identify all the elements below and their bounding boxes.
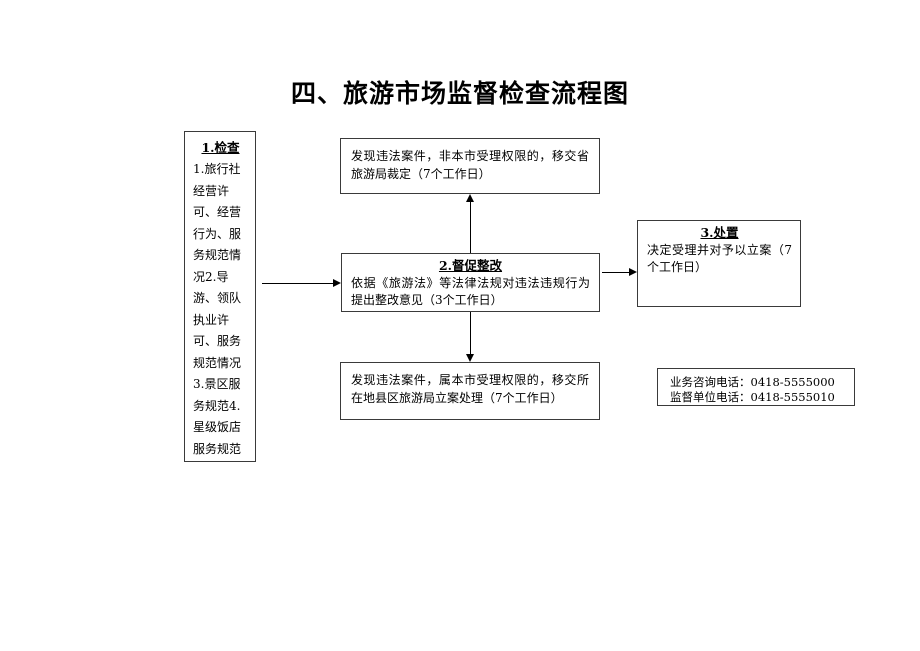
- process-box-rectify-body: 依据《旅游法》等法律法规对违法违规行为提出整改意见（3个工作日）: [351, 276, 590, 307]
- process-box-transfer-local: 发现违法案件，属本市受理权限的，移交所在地县区旅游局立案处理（7个工作日）: [340, 362, 600, 420]
- connector-rectify-to-transfer-local: [470, 312, 471, 355]
- process-box-rectify-heading: 2.督促整改: [438, 258, 503, 273]
- connector-inspection-to-rectify: [262, 283, 334, 284]
- arrow-head-up-icon: [466, 194, 474, 202]
- page-title: 四、旅游市场监督检查流程图: [290, 79, 629, 108]
- contact-consultation-phone: 业务咨询电话：0418-5555000: [670, 375, 835, 389]
- process-box-disposal-body: 决定受理并对予以立案（7个工作日）: [647, 243, 792, 274]
- process-box-inspection-body: 1.旅行社经营许可、经营行为、服务规范情况2.导游、领队执业许可、服务规范情况3…: [193, 162, 242, 456]
- connector-rectify-to-disposal: [602, 272, 630, 273]
- process-box-disposal-heading: 3.处置: [700, 225, 739, 240]
- arrow-head-right-icon: [629, 267, 637, 276]
- process-box-transfer-province: 发现违法案件，非本市受理权限的，移交省旅游局裁定（7个工作日）: [340, 138, 600, 194]
- process-box-rectify: 2.督促整改 依据《旅游法》等法律法规对违法违规行为提出整改意见（3个工作日）: [341, 253, 600, 312]
- arrow-head-right-icon: [333, 278, 341, 287]
- contact-info-box: 业务咨询电话：0418-5555000 监督单位电话：0418-5555010: [657, 368, 855, 406]
- contact-supervision-phone: 监督单位电话：0418-5555010: [670, 390, 835, 404]
- connector-rectify-to-transfer-province: [470, 201, 471, 253]
- process-box-transfer-province-body: 发现违法案件，非本市受理权限的，移交省旅游局裁定（7个工作日）: [351, 149, 589, 181]
- process-box-transfer-local-body: 发现违法案件，属本市受理权限的，移交所在地县区旅游局立案处理（7个工作日）: [351, 373, 589, 405]
- process-box-inspection-heading: 1.检查: [201, 140, 240, 155]
- process-box-inspection: 1.检查 1.旅行社经营许可、经营行为、服务规范情况2.导游、领队执业许可、服务…: [184, 131, 256, 462]
- arrow-head-down-icon: [466, 354, 474, 362]
- process-box-disposal: 3.处置 决定受理并对予以立案（7个工作日）: [637, 220, 801, 307]
